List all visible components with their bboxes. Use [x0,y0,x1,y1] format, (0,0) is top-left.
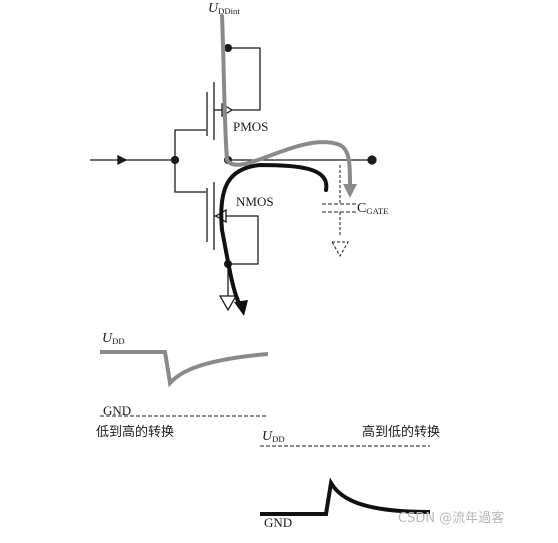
nmos-ground-symbol [218,295,238,312]
pmos-label: PMOS [233,119,269,134]
pmos-body-wire [228,47,261,111]
low-high-waveform [100,350,269,388]
discharging-current-path [219,162,329,307]
supply-label: UDDint [208,1,240,17]
nmos-body-wire [228,215,259,265]
discharging-current-arrowhead [234,300,248,316]
charging-current-arrowhead [343,184,357,198]
low-high-caption: 低到高的转换 [96,425,175,440]
watermark: CSDN @流年過客 [398,511,505,526]
charging-current-path [220,14,352,187]
output-terminal [367,155,377,165]
high-low-vdd-label: UDD [262,429,285,445]
supply-node [224,44,232,52]
high-low-gnd-label: GND [264,515,293,530]
pmos-gate-wire [174,129,206,160]
low-high-gnd-label: GND [103,403,132,418]
nmos-gate-wire [174,160,206,193]
high-low-caption: 高到低的转换 [362,425,441,440]
nmos-label: NMOS [236,194,274,209]
load-capacitance-label: CGATE [357,201,389,217]
load-ground-symbol [331,241,349,258]
low-high-vdd-label: UDD [102,331,125,347]
input-arrow [117,154,128,166]
high-low-waveform [260,477,431,516]
